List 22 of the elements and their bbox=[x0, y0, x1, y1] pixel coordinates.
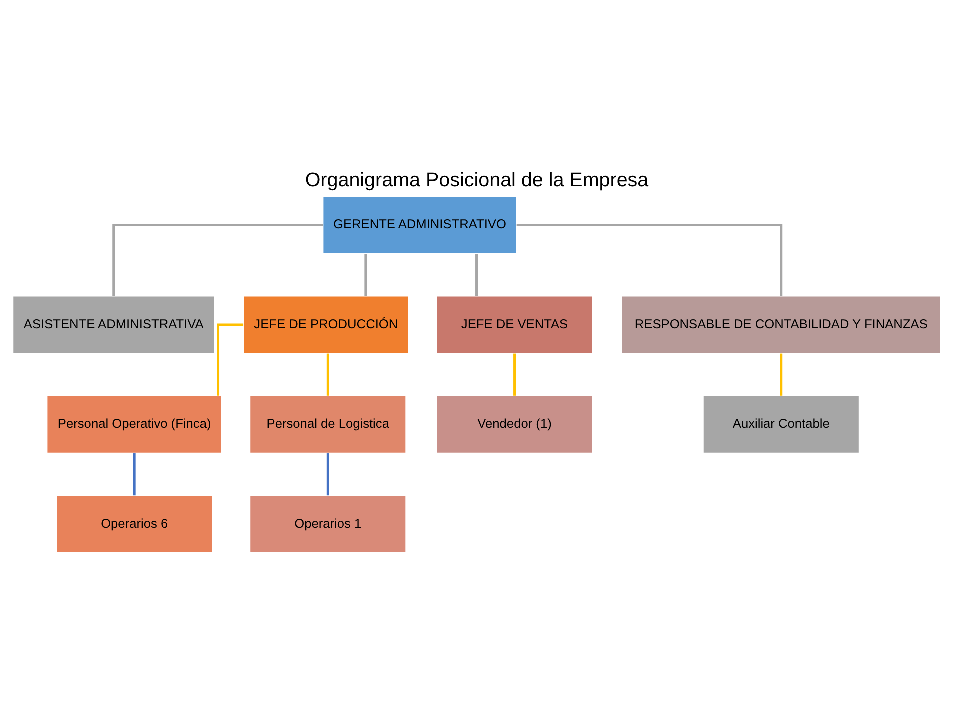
connector bbox=[112, 224, 324, 296]
node-box: Personal de Logistica bbox=[250, 396, 407, 454]
connector bbox=[516, 224, 783, 296]
connector bbox=[217, 324, 244, 396]
node-box: JEFE DE VENTAS bbox=[436, 296, 594, 354]
node-box: RESPONSABLE DE CONTABILIDAD Y FINANZAS bbox=[621, 296, 942, 354]
node-box: ASISTENTE ADMINISTRATIVA bbox=[12, 296, 216, 354]
node-box: Personal Operativo (Finca) bbox=[46, 396, 222, 454]
connector bbox=[476, 254, 478, 296]
node-box: Operarios 6 bbox=[56, 495, 214, 554]
node-box: GERENTE ADMINISTRATIVO bbox=[322, 196, 518, 254]
node-box: Auxiliar Contable bbox=[702, 396, 860, 454]
diagram-title: Organigrama Posicional de la Empresa bbox=[305, 170, 649, 192]
connector bbox=[514, 354, 516, 396]
node-box: Operarios 1 bbox=[250, 495, 407, 554]
connector bbox=[326, 354, 330, 396]
connector bbox=[133, 454, 136, 496]
node-box: Vendedor (1) bbox=[436, 396, 594, 454]
connector bbox=[364, 254, 368, 296]
connector bbox=[326, 454, 330, 496]
connector bbox=[780, 354, 783, 396]
node-box: JEFE DE PRODUCCIÓN bbox=[243, 296, 410, 354]
